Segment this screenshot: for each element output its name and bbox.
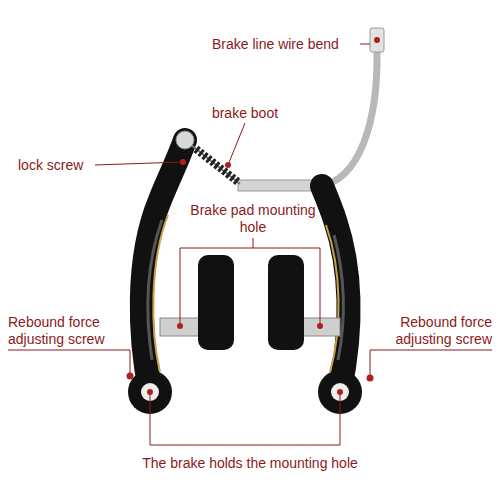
callout-dot [180,159,186,165]
leader-line [360,44,370,45]
callout-dot [225,162,231,168]
lock-screw-symbol [176,131,194,149]
callout-dot [337,389,343,395]
callout-dot [374,37,380,43]
part-label: lock screw [18,157,98,174]
callout-dots [127,37,381,395]
left-brake-arm [142,140,185,390]
leader-line [228,123,245,165]
part-label: brake boot [195,105,295,122]
brake-noodle [318,52,377,186]
rebound-screw-symbol [367,375,374,382]
brake-cable [185,140,240,184]
cable-holder [238,180,322,191]
brake-boot-shape [196,149,238,182]
callout-dot [177,323,183,329]
noodle-fitting [370,28,384,52]
rebound-screw-symbol [127,373,134,380]
part-label: Brake pad mounting hole [183,202,323,236]
part-label: Rebound force adjusting screw [362,314,492,348]
leader-line [180,248,320,326]
right-brake-arm [322,186,349,390]
part-label: The brake holds the mounting hole [100,455,400,472]
callout-dot [317,323,323,329]
callout-dot [147,389,153,395]
leader-line [8,350,130,375]
leader-line [95,162,182,165]
leader-line [150,392,340,445]
part-label: Rebound force adjusting screw [8,314,138,348]
brake-pad [268,255,304,350]
leader-lines [8,44,492,445]
return-spring [153,215,168,372]
leader-line [370,350,492,377]
brake-pad [198,255,234,350]
leader-line [253,238,254,248]
return-spring [326,225,339,372]
part-label: Brake line wire bend [212,36,362,53]
